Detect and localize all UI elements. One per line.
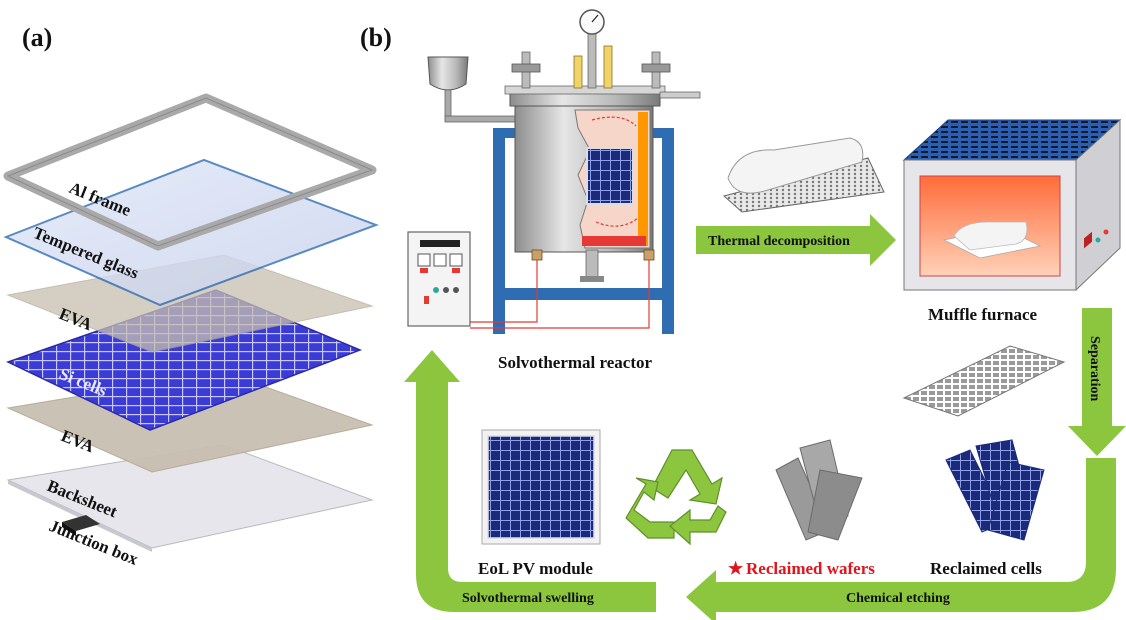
separated-mesh [902,345,1066,417]
arrow-separation: Separation [1068,308,1126,456]
arrow-solvothermal-swelling: Solvothermal swelling [404,350,656,612]
junction-box [62,515,100,531]
arrow-thermal-decomposition: Thermal decomposition [696,214,896,266]
label-reclaimed-wafers: Reclaimed wafers [746,559,875,578]
reclaimed-wafers-graphic [775,439,863,541]
muffle-furnace [902,118,1122,292]
recycle-icon [625,449,727,546]
label-eol-module: EoL PV module [478,559,593,578]
wafers-star-icon: ★ [728,559,744,578]
panel-a-label: (a) [22,23,52,52]
label-reclaimed-cells: Reclaimed cells [930,559,1042,578]
panel-b-label: (b) [360,23,392,52]
arrow-chemical-etching: Chemical etching [686,458,1116,620]
arrow-label-swelling: Solvothermal swelling [462,591,594,606]
solvothermal-reactor [407,9,701,334]
decomposed-module [722,137,885,213]
arrow-label-thermal: Thermal decomposition [708,234,850,249]
label-furnace: Muffle furnace [928,305,1038,324]
arrow-label-separation: Separation [1087,336,1102,402]
reclaimed-cells-graphic [945,439,1045,541]
arrow-label-etching: Chemical etching [846,591,950,606]
eol-pv-module-graphic [481,429,601,545]
label-reactor: Solvothermal reactor [498,353,653,372]
